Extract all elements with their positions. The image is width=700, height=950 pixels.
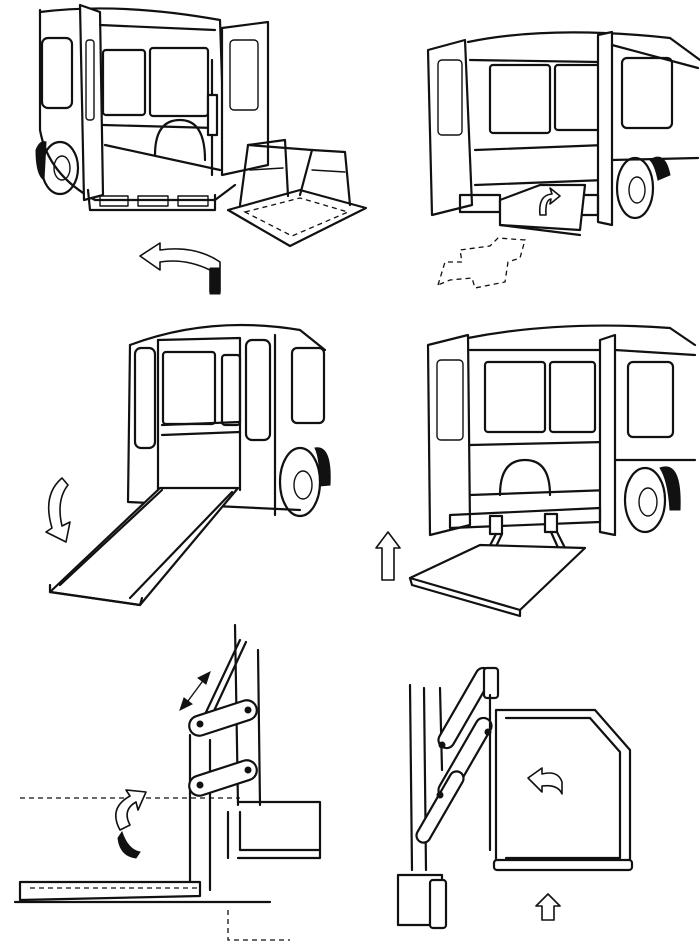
curved-arrow-icon [45,477,71,543]
up-arrow-icon [535,893,561,921]
rotate-arrow-icon [538,187,561,216]
panel-rotary-platform-lift [0,0,370,310]
curved-rotate-arrow-icon [139,242,221,293]
curved-arrow-icon [114,789,147,831]
panel-under-floor-platform-lift [370,310,700,620]
panel-stowing-lift-detail [380,650,700,950]
bus-with-slide-ramp-drawing [426,30,700,289]
up-arrow-icon [375,531,401,581]
stowing-lift-detail-drawing [396,666,634,930]
ramp-linkage-detail-drawing [13,623,322,941]
bus-with-platform-lift-drawing [375,324,697,618]
curved-arrow-icon [527,767,563,795]
panel-under-floor-ramp [400,0,700,310]
double-arrow-icon [184,677,206,706]
bus-with-rotary-lift-drawing [35,3,368,295]
panel-fold-out-ramp [0,310,360,620]
bus-with-fold-ramp-drawing [45,323,331,607]
panel-ramp-linkage-detail [0,620,340,950]
